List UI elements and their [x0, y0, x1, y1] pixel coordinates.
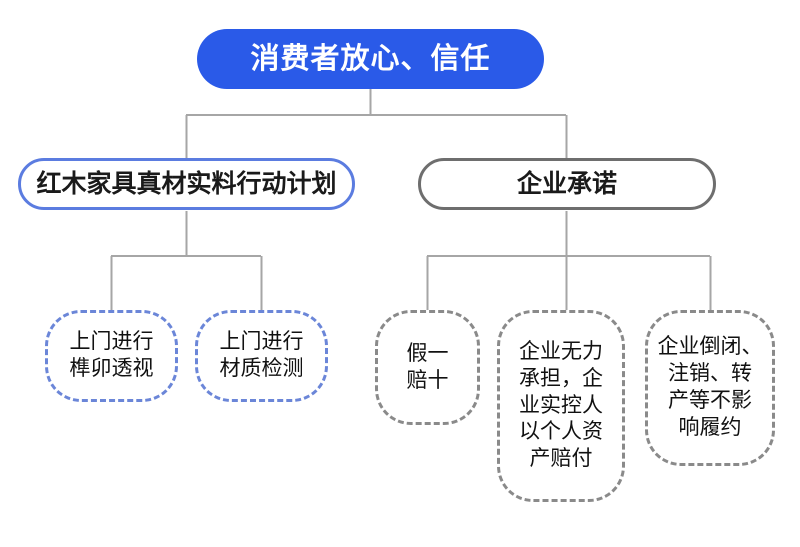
node-branch-left-label: 红木家具真材实料行动计划 [36, 169, 337, 198]
node-branch-left[interactable]: 红木家具真材实料行动计划 [18, 158, 355, 210]
node-leaf-2-label: 上门进行 材质检测 [219, 330, 304, 380]
node-root[interactable]: 消费者放心、信任 [197, 29, 544, 89]
node-leaf-1-label: 上门进行 榫卯透视 [69, 330, 154, 380]
node-root-label: 消费者放心、信任 [250, 42, 491, 75]
node-leaf-3-label: 假一 赔十 [406, 341, 449, 392]
node-leaf-tenfold-compensation[interactable]: 假一 赔十 [375, 310, 480, 425]
node-leaf-material-testing[interactable]: 上门进行 材质检测 [195, 310, 328, 402]
node-leaf-joinery-inspection[interactable]: 上门进行 榫卯透视 [45, 310, 178, 402]
node-leaf-5-label: 企业倒闭、 注销、转 产等不影 响履约 [657, 335, 763, 439]
node-branch-right-label: 企业承诺 [516, 169, 617, 198]
node-leaf-owner-personal-assets[interactable]: 企业无力 承担，企 业实控人 以个人资 产赔付 [497, 310, 625, 502]
node-branch-right[interactable]: 企业承诺 [418, 158, 716, 210]
node-leaf-4-label: 企业无力 承担，企 业实控人 以个人资 产赔付 [519, 339, 603, 471]
node-leaf-closure-no-effect[interactable]: 企业倒闭、 注销、转 产等不影 响履约 [645, 310, 775, 466]
